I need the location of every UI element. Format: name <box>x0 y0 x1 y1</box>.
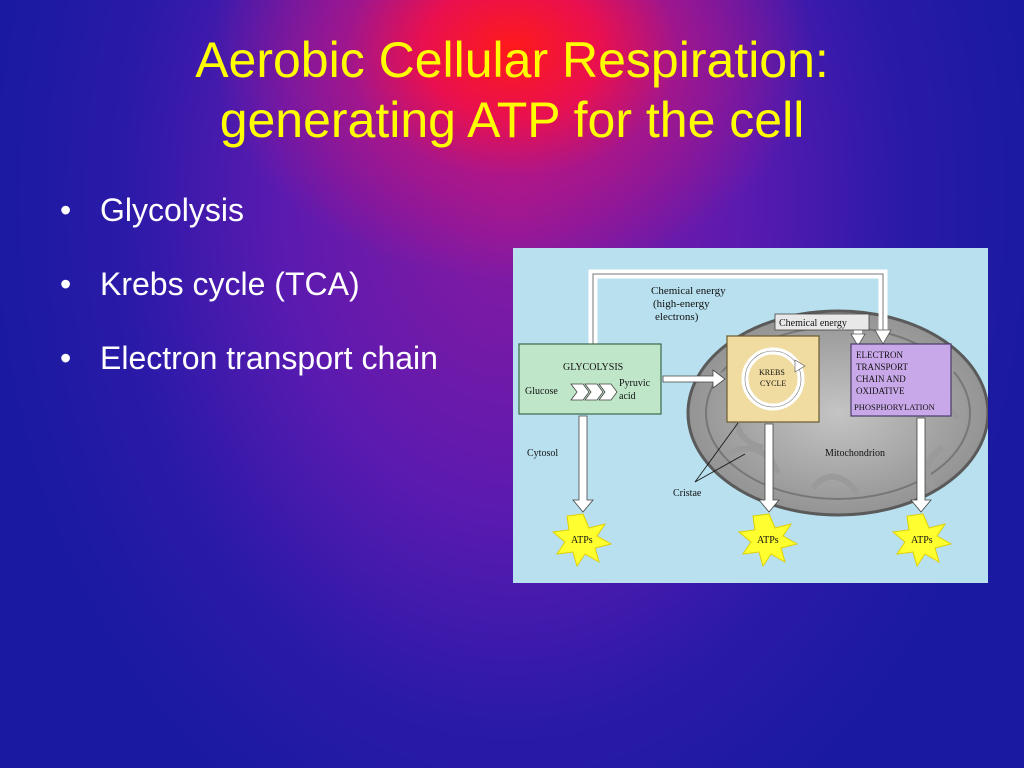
bullet-item: • Glycolysis <box>56 190 476 230</box>
bullet-text: Electron transport chain <box>100 340 438 376</box>
glycolysis-label: GLYCOLYSIS <box>563 362 623 373</box>
pyruvic-label-2: acid <box>619 391 636 402</box>
cristae-label: Cristae <box>673 488 702 499</box>
cristae-pointer-line <box>694 453 746 483</box>
top-pipe-outline <box>592 273 884 346</box>
bullet-item: • Krebs cycle (TCA) <box>56 264 476 304</box>
atp-burst-right: ATPs <box>891 513 953 568</box>
electron-transport-box <box>850 343 952 417</box>
mid-pipe-arrow-icon <box>850 333 866 347</box>
mitochondrion-label: Mitochondrion <box>825 448 885 459</box>
bullet-dot-icon: • <box>60 340 72 376</box>
krebs-cycle-arrow-icon <box>794 359 806 373</box>
chemical-energy-label-1: Chemical energy <box>651 285 726 297</box>
title-line-1: Aerobic Cellular Respiration: <box>195 32 829 88</box>
krebs-label-1: KREBS <box>759 368 785 377</box>
diagram-svg: Chemical energy (high-energy electrons) … <box>513 248 990 583</box>
bullet-text: Glycolysis <box>100 192 245 228</box>
atp-burst-icon <box>891 513 953 568</box>
bullet-list: • Glycolysis • Krebs cycle (TCA) • Electron… <box>56 190 476 412</box>
cytosol-label: Cytosol <box>527 448 558 459</box>
etc-atp-arrow-icon <box>910 417 932 513</box>
glycolysis-atp-arrow-icon <box>572 415 594 513</box>
krebs-label-2: CYCLE <box>760 379 786 388</box>
chemical-energy-label-3: electrons) <box>655 311 699 323</box>
glycolysis-box <box>518 343 662 415</box>
etc-label-2: TRANSPORT <box>856 362 908 372</box>
top-pipe-arrow-icon <box>874 329 892 345</box>
atp-burst-left: ATPs <box>551 513 613 568</box>
chemical-energy-mid-box <box>774 313 870 331</box>
atp-arrows <box>572 415 932 513</box>
bullet-dot-icon: • <box>60 192 72 228</box>
etc-label-4: OXIDATIVE <box>856 386 905 396</box>
cristae-pointer-line <box>694 422 739 483</box>
chemical-energy-label-2: (high-energy <box>653 298 710 310</box>
atp-burst-middle: ATPs <box>737 513 799 568</box>
glucose-label: Glucose <box>525 386 558 397</box>
glycolysis-to-krebs-arrow-icon <box>662 369 726 389</box>
slide-title: Aerobic Cellular Respiration: generating… <box>0 30 1024 150</box>
bullet-item: • Electron transport chain <box>56 338 476 378</box>
atp-label-left: ATPs <box>571 535 593 546</box>
atp-label-middle: ATPs <box>757 535 779 546</box>
atp-burst-icon <box>551 513 613 568</box>
title-line-2: generating ATP for the cell <box>219 92 805 148</box>
pyruvic-label-1: Pyruvic <box>619 378 651 389</box>
atp-burst-icon <box>737 513 799 568</box>
etc-label-5: PHOSPHORYLATION <box>854 402 935 412</box>
glycolysis-chevrons-icon <box>570 383 618 401</box>
bullet-text: Krebs cycle (TCA) <box>100 266 360 302</box>
respiration-diagram: Chemical energy (high-energy electrons) … <box>513 248 990 583</box>
bullet-dot-icon: • <box>60 266 72 302</box>
atp-label-right: ATPs <box>911 535 933 546</box>
etc-label-1: ELECTRON <box>856 350 903 360</box>
etc-label-3: CHAIN AND <box>856 374 906 384</box>
krebs-atp-arrow-icon <box>758 423 780 513</box>
krebs-cycle-outline <box>744 350 802 408</box>
chemical-energy-mid-label: Chemical energy <box>779 318 847 329</box>
